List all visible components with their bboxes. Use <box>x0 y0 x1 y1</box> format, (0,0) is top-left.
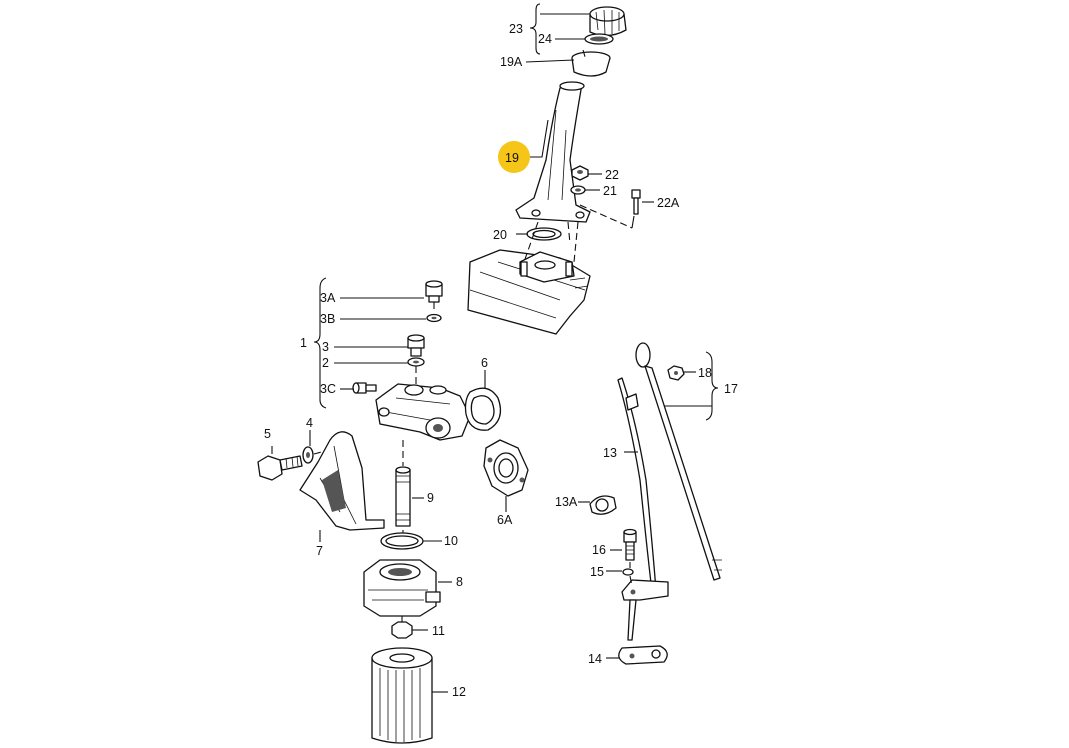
nut-part <box>571 165 589 181</box>
plug-3c-part <box>352 382 377 394</box>
nipple-11-part <box>391 621 413 639</box>
callout-21: 21 <box>603 184 617 198</box>
bolt-part <box>631 189 641 215</box>
callout-8: 8 <box>456 575 463 589</box>
bolt-5-part <box>257 455 303 481</box>
callout-20: 20 <box>493 228 507 242</box>
callout-13: 13 <box>603 446 617 460</box>
seal-ring-part <box>584 33 614 45</box>
callout-14: 14 <box>588 652 602 666</box>
gasket-6-part <box>464 387 502 431</box>
clip-13a-part <box>589 495 617 515</box>
callout-16: 16 <box>592 543 606 557</box>
filler-cap-part <box>589 6 627 37</box>
oil-filter-12-part <box>371 647 433 744</box>
gasket-ring-part <box>526 227 562 241</box>
filler-neck-insert-part <box>571 51 611 77</box>
callout-23: 23 <box>509 22 523 36</box>
washer-15-part <box>622 568 634 576</box>
cover-plate-6a-part <box>483 439 529 497</box>
callout-18: 18 <box>698 366 712 380</box>
callout-highlight <box>498 141 530 173</box>
dipstick-part <box>635 342 722 581</box>
engine-bracket-7-part <box>299 431 385 531</box>
callout-2: 2 <box>322 356 329 370</box>
callout-13a: 13A <box>555 495 578 509</box>
callout-22a: 22A <box>657 196 680 210</box>
callout-4: 4 <box>306 416 313 430</box>
callout-3b: 3B <box>320 312 335 326</box>
callout-15: 15 <box>590 565 604 579</box>
bolt-16-part <box>623 528 637 561</box>
callout-3c: 3C <box>320 382 336 396</box>
callout-6a: 6A <box>497 513 513 527</box>
guide-tube-13-part <box>617 377 669 641</box>
bolt-3-part <box>407 334 425 357</box>
bolt-3a-part <box>425 280 443 303</box>
callout-22: 22 <box>605 168 619 182</box>
filter-bracket-8-part <box>363 559 441 617</box>
callout-17: 17 <box>724 382 738 396</box>
callout-7: 7 <box>316 544 323 558</box>
callout-3: 3 <box>322 340 329 354</box>
washer-3b-part <box>426 313 442 323</box>
callout-24: 24 <box>538 32 552 46</box>
washer-part <box>570 185 586 195</box>
o-ring-10-part <box>380 532 424 550</box>
washer-2-part <box>407 357 425 367</box>
callout-5: 5 <box>264 427 271 441</box>
callout-12: 12 <box>452 685 466 699</box>
callout-6: 6 <box>481 356 488 370</box>
callout-11: 11 <box>432 624 445 638</box>
callout-9: 9 <box>427 491 434 505</box>
callout-1: 1 <box>300 336 307 350</box>
pipe-9-part <box>395 466 411 527</box>
filter-housing-part <box>375 383 471 441</box>
callout-19: 19 <box>505 151 519 165</box>
callout-10: 10 <box>444 534 458 548</box>
cylinder-head-cover-part <box>467 249 591 335</box>
gasket-14-part <box>618 645 668 665</box>
callout-3a: 3A <box>320 291 336 305</box>
washer-4-part <box>302 446 314 464</box>
grommet-18-part <box>667 365 685 381</box>
callout-19a: 19A <box>500 55 523 69</box>
